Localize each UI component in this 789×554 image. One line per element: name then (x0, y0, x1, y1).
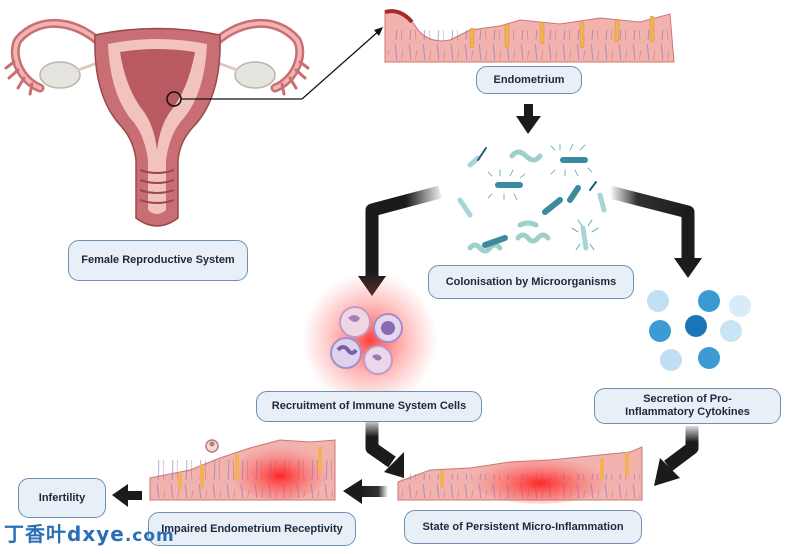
watermark-cn: 丁香叶 (4, 522, 67, 546)
label-recruitment: Recruitment of Immune System Cells (256, 391, 482, 422)
watermark-domain: dxye (67, 522, 125, 546)
arrow-to-cytokines (608, 185, 702, 278)
label-endometrium: Endometrium (476, 66, 582, 94)
microorganisms-illustration (457, 143, 607, 254)
label-persistent-inflammation: State of Persistent Micro-Inflammation (404, 510, 642, 544)
watermark-tld: .com (124, 526, 175, 546)
arrow-immune-to-inflammation (365, 420, 404, 478)
cytokines-illustration (647, 290, 751, 371)
label-infertility: Infertility (18, 478, 106, 518)
arrow-cytokines-to-inflammation (654, 426, 699, 486)
immune-cells-illustration (302, 272, 438, 408)
label-impaired-receptivity: Impaired Endometrium Receptivity (148, 512, 356, 546)
watermark: 丁香叶dxye.com (4, 518, 175, 547)
label-colonisation: Colonisation by Microorganisms (428, 265, 634, 299)
label-female-reproductive-system: Female Reproductive System (68, 240, 248, 281)
impaired-endometrium-tissue (149, 439, 336, 501)
uterus-illustration (4, 18, 383, 227)
arrow-to-infertility (112, 484, 142, 507)
arrow-down-1 (516, 104, 541, 134)
arrow-to-impaired (343, 479, 388, 504)
inflamed-endometrium-tissue (397, 446, 643, 504)
endometrium-tissue (384, 9, 675, 63)
label-secretion: Secretion of Pro-Inflammatory Cytokines (594, 388, 781, 424)
